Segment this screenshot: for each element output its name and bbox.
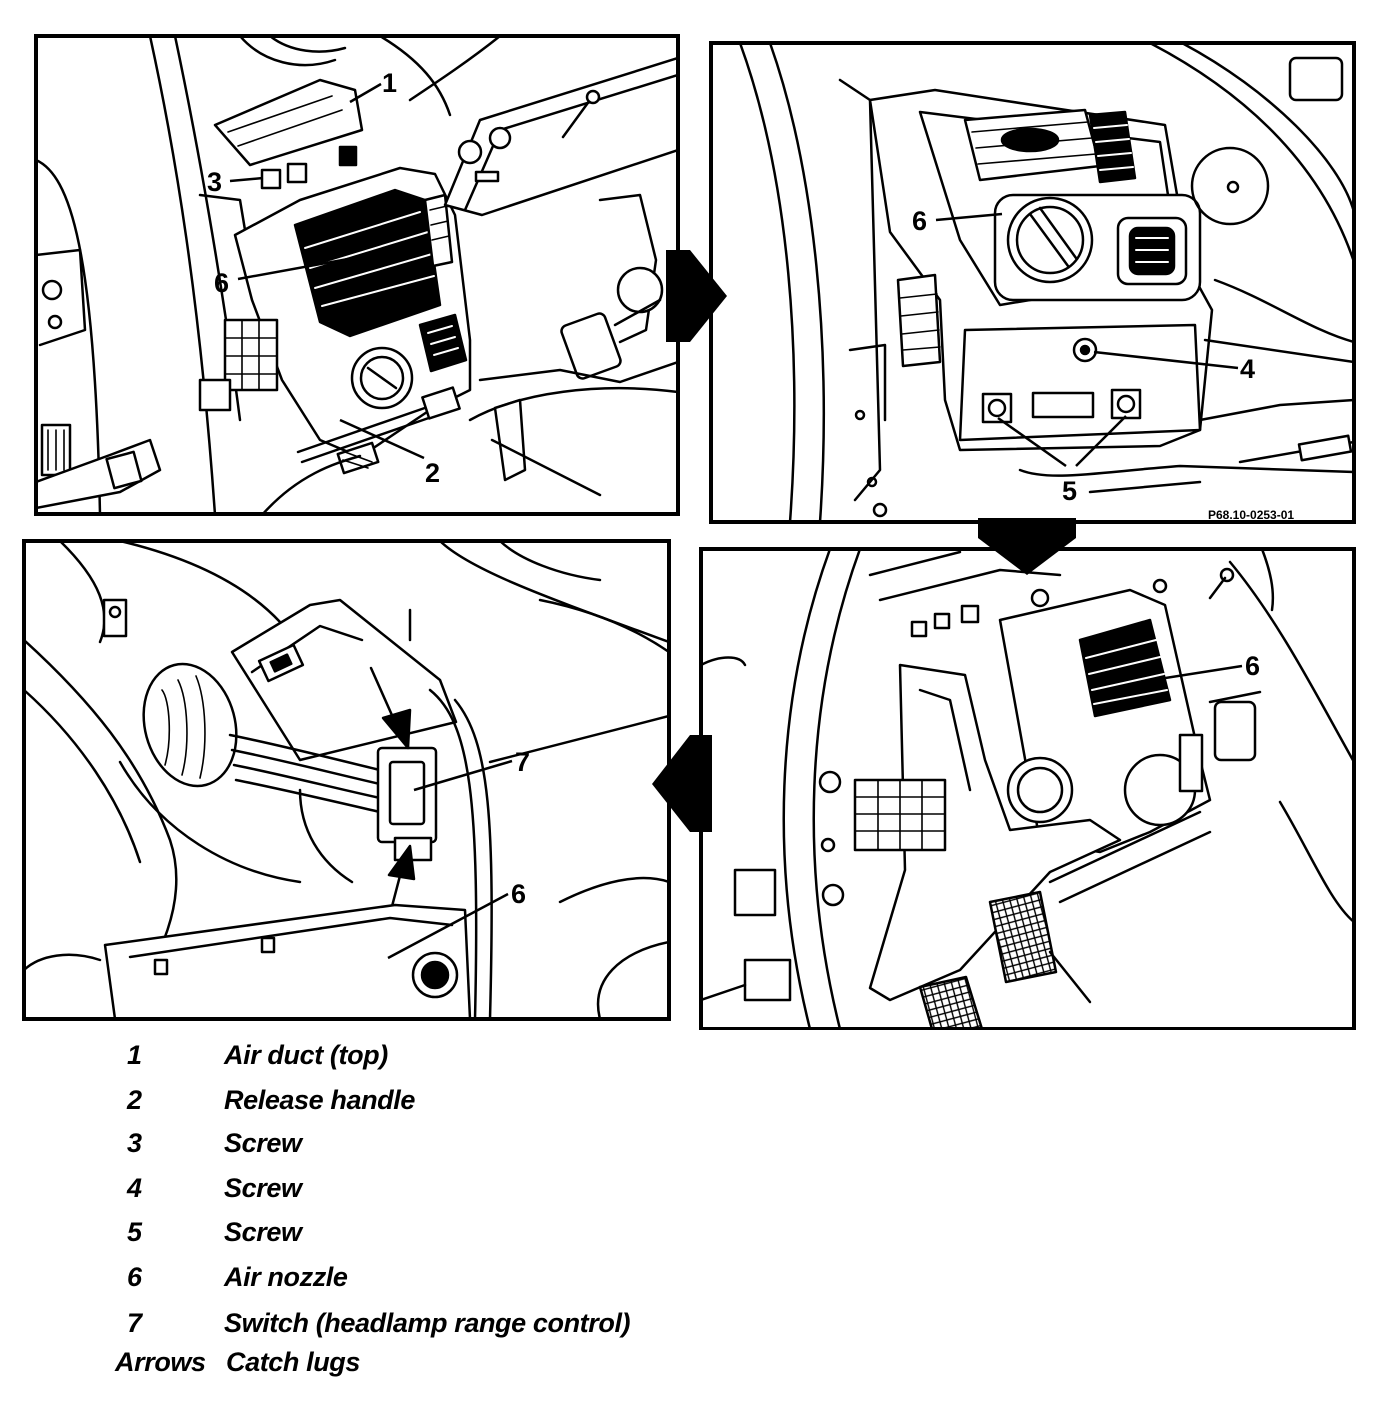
legend-label: Catch lugs [226,1347,361,1377]
legend-key: 5 [127,1217,142,1247]
panel-3-artwork [24,541,669,1019]
legend-key: 6 [127,1262,142,1292]
callout-6-leader [1139,664,1243,684]
legend-item-arrows: Arrows Catch lugs [0,1345,1392,1379]
legend-key: 1 [127,1040,142,1070]
callout-screw-3: 3 [207,167,222,197]
catch-lug-arrow-top [369,666,397,724]
legend-item: 2 Release handle [0,1083,1392,1117]
callout-4-leader [1093,350,1239,370]
callout-air-nozzle: 6 [511,879,526,909]
callout-switch-headlamp-range: 7 [515,747,530,777]
legend-label: Release handle [224,1085,415,1115]
legend-label: Switch (headlamp range control) [224,1308,631,1338]
legend-key: 3 [127,1128,142,1158]
legend-label: Air duct (top) [224,1040,388,1070]
callout-air-duct-top: 1 [382,68,397,98]
legend-key: Arrows [115,1347,206,1377]
callout-screw-4: 4 [1240,354,1255,384]
panel-1-artwork [36,36,678,514]
panel-3-step-disconnect-switch: 7 6 [22,539,671,1021]
step-arrow-left-icon [652,735,712,832]
callout-6-leader [387,892,509,960]
pedal [918,975,984,1029]
legend-label: Screw [224,1217,302,1247]
panel-4-step-release-nozzle: 6 [699,547,1356,1030]
step-arrow-right-icon [666,250,727,342]
step-arrow-down-icon [978,518,1076,575]
callout-5-leader-right [1075,415,1127,467]
legend-label: Screw [224,1173,302,1203]
callout-1-leader [349,82,382,104]
panel-2-artwork [738,43,1354,522]
callout-6-leader [935,212,1003,222]
legend-key: 2 [127,1085,142,1115]
callout-air-nozzle: 6 [214,268,229,298]
callout-air-nozzle: 6 [1245,651,1260,681]
figure-reference-code: P68.10-0253-01 [1208,508,1294,522]
legend-item: 6 Air nozzle [0,1260,1392,1294]
legend-item: 7 Switch (headlamp range control) [0,1306,1392,1340]
legend-key: 7 [127,1308,142,1338]
removal-illustration: 1 3 6 2 [22,34,1356,1030]
legend-item: 1 Air duct (top) [0,1038,1392,1072]
legend-label: Screw [224,1128,302,1158]
panel-2-step-remove-screws: 6 4 5 P68.10-0253-01 [709,41,1356,524]
panel-1-step-remove-air-duct: 1 3 6 2 [34,34,680,516]
legend-item: 3 Screw [0,1126,1392,1160]
pedal [988,890,1058,984]
legend-key: 4 [127,1173,142,1203]
callout-6-leader [237,253,371,281]
callout-3-leader [229,176,264,183]
callout-2-leader [339,418,425,460]
legend-label: Air nozzle [224,1262,348,1292]
callout-7-leader [413,759,513,792]
callout-release-handle: 2 [425,458,440,488]
callout-screws-5: 5 [1062,476,1077,506]
panel-4-artwork [701,549,1354,1029]
legend-item: 5 Screw [0,1215,1392,1249]
callout-5-leader-left [997,416,1067,468]
legend-item: 4 Screw [0,1171,1392,1205]
callout-air-nozzle: 6 [912,206,927,236]
